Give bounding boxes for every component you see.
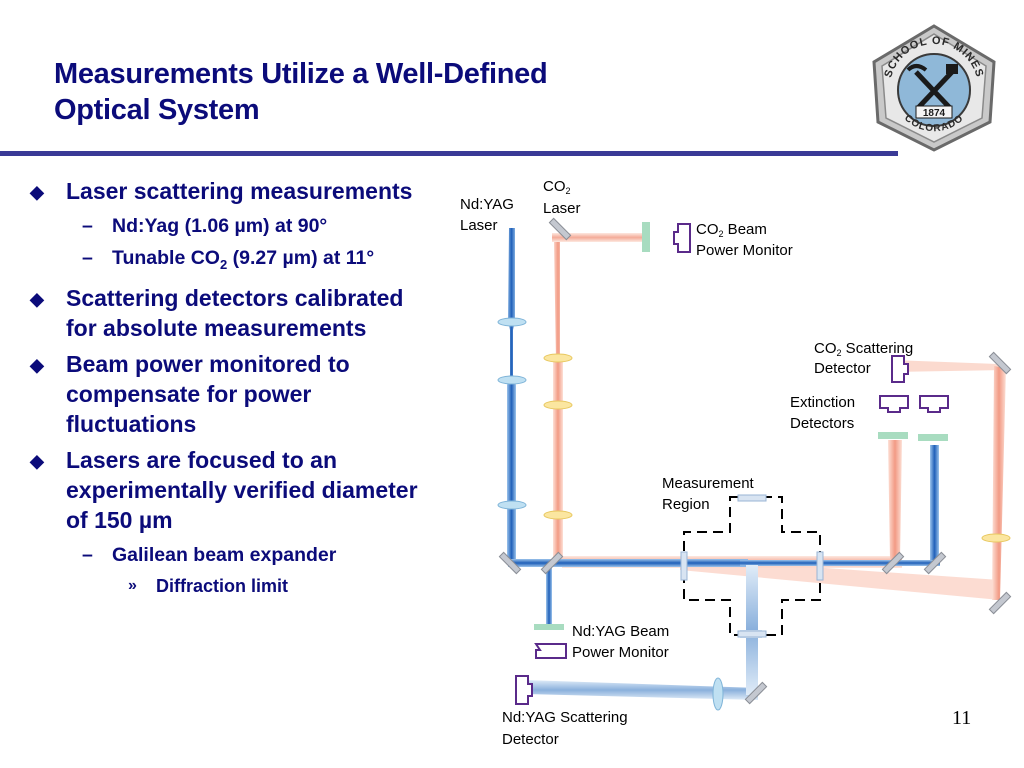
- power-monitor-windows: [534, 222, 948, 630]
- bullet-scattering-detectors: ◆ Scattering detectors calibrated for ab…: [30, 284, 404, 341]
- dash-bullet-icon: –: [82, 543, 93, 566]
- label-co2-laser-l1: CO2: [543, 178, 571, 196]
- school-of-mines-logo-icon: SCHOOL OF MINES COLORADO 1874: [872, 24, 996, 152]
- slide-title: Measurements Utilize a Well-Defined Opti…: [54, 56, 814, 128]
- label-co2-beam-monitor-l1: CO2 Beam: [696, 221, 767, 239]
- title-underline: [0, 151, 898, 156]
- co2-scatter-detector-icon: [891, 355, 909, 383]
- label-measurement-l2: Region: [662, 496, 710, 513]
- diamond-bullet-icon: ◆: [30, 450, 44, 471]
- bullet-diffraction: » Diffraction limit: [30, 573, 430, 599]
- label-extinction-l1: Extinction: [790, 394, 855, 411]
- label-extinction-l2: Detectors: [790, 415, 854, 432]
- bullet-tunable-co2: – Tunable CO2 (9.27 µm) at 11°: [30, 244, 430, 279]
- optical-system-diagram: CO2 Laser Nd:YAG Laser CO2 Beam Power Mo…: [460, 178, 1012, 748]
- mirrors: [498, 217, 1012, 705]
- label-ndyag-laser-l2: Laser: [460, 217, 498, 234]
- diamond-bullet-icon: ◆: [30, 354, 44, 375]
- slide-title-line1: Measurements Utilize a Well-Defined: [54, 58, 548, 90]
- diagram-labels: CO2 Laser Nd:YAG Laser CO2 Beam Power Mo…: [460, 178, 913, 748]
- measurement-region-outline: [683, 496, 821, 636]
- label-ndyag-beam-monitor-l1: Nd:YAG Beam: [572, 623, 669, 640]
- label-co2-scatter-l2: Detector: [814, 360, 871, 377]
- dash-bullet-icon: –: [82, 247, 93, 269]
- slide-title-line2: Optical System: [54, 94, 260, 126]
- co2-beam-monitor-detector-icon: [673, 223, 691, 253]
- measurement-windows: [680, 494, 824, 638]
- bullet-list: ◆ Laser scattering measurements – Nd:Yag…: [30, 176, 430, 599]
- dash-bullet-icon: –: [82, 215, 93, 237]
- ndyag-scatter-detector-icon: [515, 675, 533, 705]
- ndyag-beam-path: [507, 228, 940, 700]
- bullet-galilean: – Galilean beam expander: [30, 541, 430, 569]
- label-co2-laser-l2: Laser: [543, 200, 581, 217]
- detectors: [515, 223, 949, 705]
- label-co2-beam-monitor-l2: Power Monitor: [696, 242, 793, 259]
- chevron-bullet-icon: »: [128, 576, 137, 594]
- label-ndyag-scatter-l2: Detector: [502, 731, 559, 748]
- co2-lenses: [543, 353, 1011, 543]
- diamond-bullet-icon: ◆: [30, 288, 44, 309]
- label-ndyag-laser-l1: Nd:YAG: [460, 196, 514, 213]
- bullet-ndyag: – Nd:Yag (1.06 µm) at 90°: [30, 212, 430, 240]
- bullet-beam-power: ◆ Beam power monitored to compensate for…: [30, 350, 350, 437]
- ndyag-beam-monitor-detector-icon: [534, 643, 567, 659]
- label-measurement-l1: Measurement: [662, 475, 755, 492]
- logo-year: 1874: [923, 108, 946, 119]
- bullet-lasers-focused: ◆ Lasers are focused to an experimentall…: [30, 446, 418, 533]
- label-co2-scatter-l1: CO2 Scattering: [814, 340, 913, 358]
- label-ndyag-scatter-l1: Nd:YAG Scattering: [502, 709, 628, 726]
- nd-yag-lenses: [497, 317, 724, 711]
- bullet-laser-scattering: ◆ Laser scattering measurements: [30, 176, 430, 206]
- extinction-detector-left-icon: [879, 395, 909, 413]
- diamond-bullet-icon: ◆: [30, 182, 44, 202]
- label-ndyag-beam-monitor-l2: Power Monitor: [572, 644, 669, 661]
- slide-number: 11: [952, 707, 972, 729]
- extinction-detector-right-icon: [919, 395, 949, 413]
